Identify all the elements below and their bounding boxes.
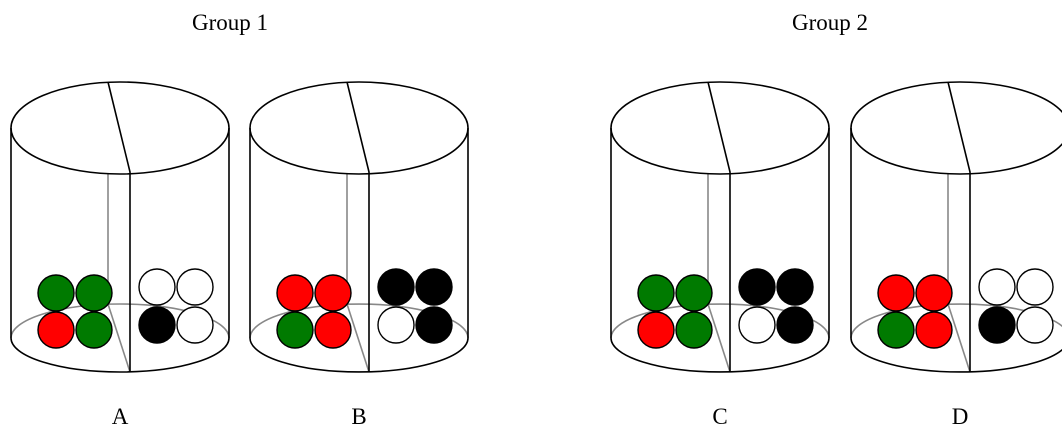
ball-green — [276, 311, 314, 349]
bottom-back-rim — [249, 303, 469, 339]
ball-white — [1016, 306, 1054, 344]
divider-bottom-edge — [947, 303, 971, 373]
ball-white — [176, 268, 214, 306]
divider-bottom-edge — [707, 303, 731, 373]
ball-white — [978, 268, 1016, 306]
container-d-label: D — [952, 404, 969, 429]
ball-green — [75, 274, 113, 312]
group-2-label: Group 2 — [792, 10, 868, 35]
ball-black — [776, 306, 814, 344]
container-b — [249, 81, 469, 373]
ball-green — [675, 274, 713, 312]
container-divider — [107, 81, 131, 372]
ball-white — [738, 306, 776, 344]
container-a-label: A — [112, 404, 129, 429]
ball-green — [637, 274, 675, 312]
ball-black — [978, 306, 1016, 344]
bottom-back-rim — [850, 303, 1062, 339]
ball-green — [877, 311, 915, 349]
ball-black — [415, 268, 453, 306]
ball-red — [276, 274, 314, 312]
ball-green — [75, 311, 113, 349]
container-top-rim — [850, 81, 1062, 175]
ball-green — [675, 311, 713, 349]
ball-white — [176, 306, 214, 344]
container-a — [10, 81, 230, 373]
ball-red — [877, 274, 915, 312]
ball-black — [377, 268, 415, 306]
ball-red — [314, 274, 352, 312]
bottom-back-rim — [610, 303, 830, 339]
container-bottom-rim — [249, 337, 469, 373]
ball-red — [314, 311, 352, 349]
container-divider — [707, 81, 731, 372]
ball-white — [138, 268, 176, 306]
container-c-label: C — [712, 404, 727, 429]
ball-black — [138, 306, 176, 344]
group-1-label: Group 1 — [192, 10, 268, 35]
container-d — [850, 81, 1062, 373]
ball-red — [37, 311, 75, 349]
ball-red — [915, 311, 953, 349]
container-bottom-rim — [850, 337, 1062, 373]
container-divider — [346, 81, 370, 372]
divider-bottom-edge — [107, 303, 131, 373]
ball-white — [1016, 268, 1054, 306]
ball-green — [37, 274, 75, 312]
container-b-label: B — [351, 404, 366, 429]
ball-white — [377, 306, 415, 344]
container-c — [610, 81, 830, 373]
container-bottom-rim — [10, 337, 230, 373]
bottom-back-rim — [10, 303, 230, 339]
divider-bottom-edge — [346, 303, 370, 373]
ball-black — [776, 268, 814, 306]
ball-black — [415, 306, 453, 344]
ball-black — [738, 268, 776, 306]
ball-red — [637, 311, 675, 349]
ball-red — [915, 274, 953, 312]
container-bottom-rim — [610, 337, 830, 373]
container-divider — [947, 81, 971, 372]
